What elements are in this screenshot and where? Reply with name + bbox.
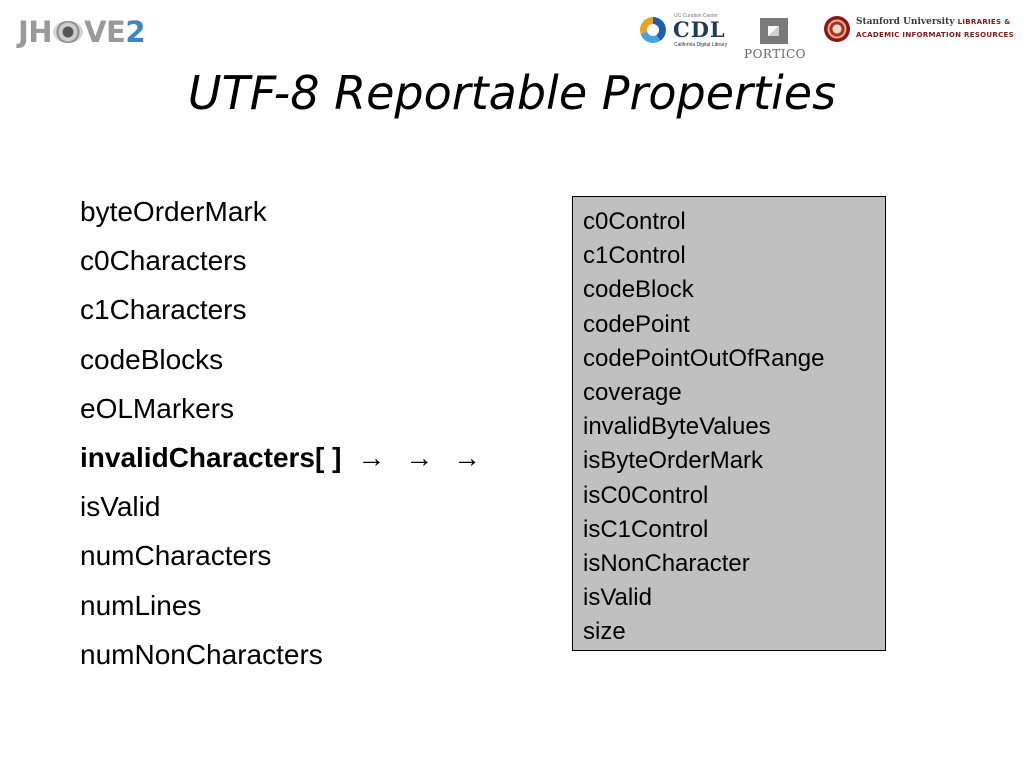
property-item: isValid	[80, 482, 487, 531]
property-label: numLines	[80, 589, 202, 621]
cdl-logo: UC Curation Center CDL California Digita…	[640, 13, 732, 49]
property-label: numCharacters	[80, 540, 272, 572]
stanford-logo-line2: ACADEMIC INFORMATION RESOURCES	[856, 31, 1014, 39]
stanford-libraries-logo: Stanford University LIBRARIES & ACADEMIC…	[824, 15, 1014, 45]
reportable-properties-list: byteOrderMark c0Characters c1Characters cod…	[80, 187, 487, 679]
property-label: codeBlocks	[80, 343, 224, 375]
invalid-character-property: c1Control	[583, 242, 686, 270]
invalid-character-property: codePoint	[583, 310, 690, 338]
property-label: eOLMarkers	[80, 392, 235, 424]
invalid-character-property: isC1Control	[583, 515, 709, 543]
property-label: numNonCharacters	[80, 638, 323, 670]
property-item: numNonCharacters	[80, 630, 487, 679]
cdl-logo-name: CDL	[673, 17, 726, 42]
jhove-logo-text-left: JH	[18, 15, 53, 49]
portico-logo-name: PORTICO	[744, 47, 806, 61]
property-item: c0Characters	[80, 236, 487, 285]
invalid-character-property: isValid	[583, 584, 652, 612]
property-item: codeBlocks	[80, 335, 487, 384]
property-label: byteOrderMark	[80, 196, 267, 227]
property-label: isValid	[80, 491, 161, 523]
property-item: invalidCharacters[ ] → → →	[80, 433, 487, 482]
invalid-character-property: isNonCharacter	[583, 550, 750, 578]
property-item: numLines	[80, 581, 487, 630]
invalid-character-property: isC0Control	[583, 481, 709, 509]
eye-icon	[53, 21, 84, 43]
stanford-logo-libraries: LIBRARIES &	[957, 18, 1011, 26]
cdl-swirl-icon	[640, 17, 666, 43]
slide-title: UTF-8 Reportable Properties	[187, 66, 837, 120]
property-item: c1Characters	[80, 285, 487, 334]
property-item: eOLMarkers	[80, 384, 487, 433]
property-label: invalidCharacters[ ]	[80, 442, 342, 474]
stanford-logo-name: Stanford University	[856, 17, 955, 27]
stanford-logo-line1: Stanford University LIBRARIES &	[856, 17, 1010, 27]
cdl-logo-top-text: UC Curation Center	[674, 13, 718, 19]
jhove-logo-number: 2	[125, 15, 146, 49]
portico-square-icon	[760, 18, 788, 44]
invalid-character-property: invalidByteValues	[583, 413, 771, 441]
invalid-character-property: c0Control	[583, 208, 686, 235]
property-label: c1Characters	[80, 294, 247, 326]
property-item: numCharacters	[80, 531, 487, 580]
invalid-characters-properties-list: c0Control c1Control codeBlock codePoint code…	[583, 205, 885, 650]
property-item: byteOrderMark	[80, 187, 487, 236]
portico-logo: PORTICO	[738, 16, 812, 64]
cdl-logo-subtext: California Digital Library	[674, 42, 728, 48]
jhove-logo-text-right: VE	[84, 15, 126, 49]
invalid-character-property: isByteOrderMark	[583, 447, 764, 475]
invalid-character-property: codeBlock	[583, 276, 694, 304]
invalid-characters-properties-box: c0Control c1Control codeBlock codePoint code…	[572, 196, 886, 651]
invalid-character-property: coverage	[583, 379, 682, 407]
invalid-character-property: size	[583, 618, 626, 646]
jhove2-logo: JH VE 2	[18, 14, 146, 50]
stanford-seal-icon	[824, 16, 850, 42]
invalid-character-property: codePointOutOfRange	[583, 344, 825, 372]
property-label: c0Characters	[80, 245, 247, 277]
arrow-right-icon: → → →	[357, 442, 487, 474]
